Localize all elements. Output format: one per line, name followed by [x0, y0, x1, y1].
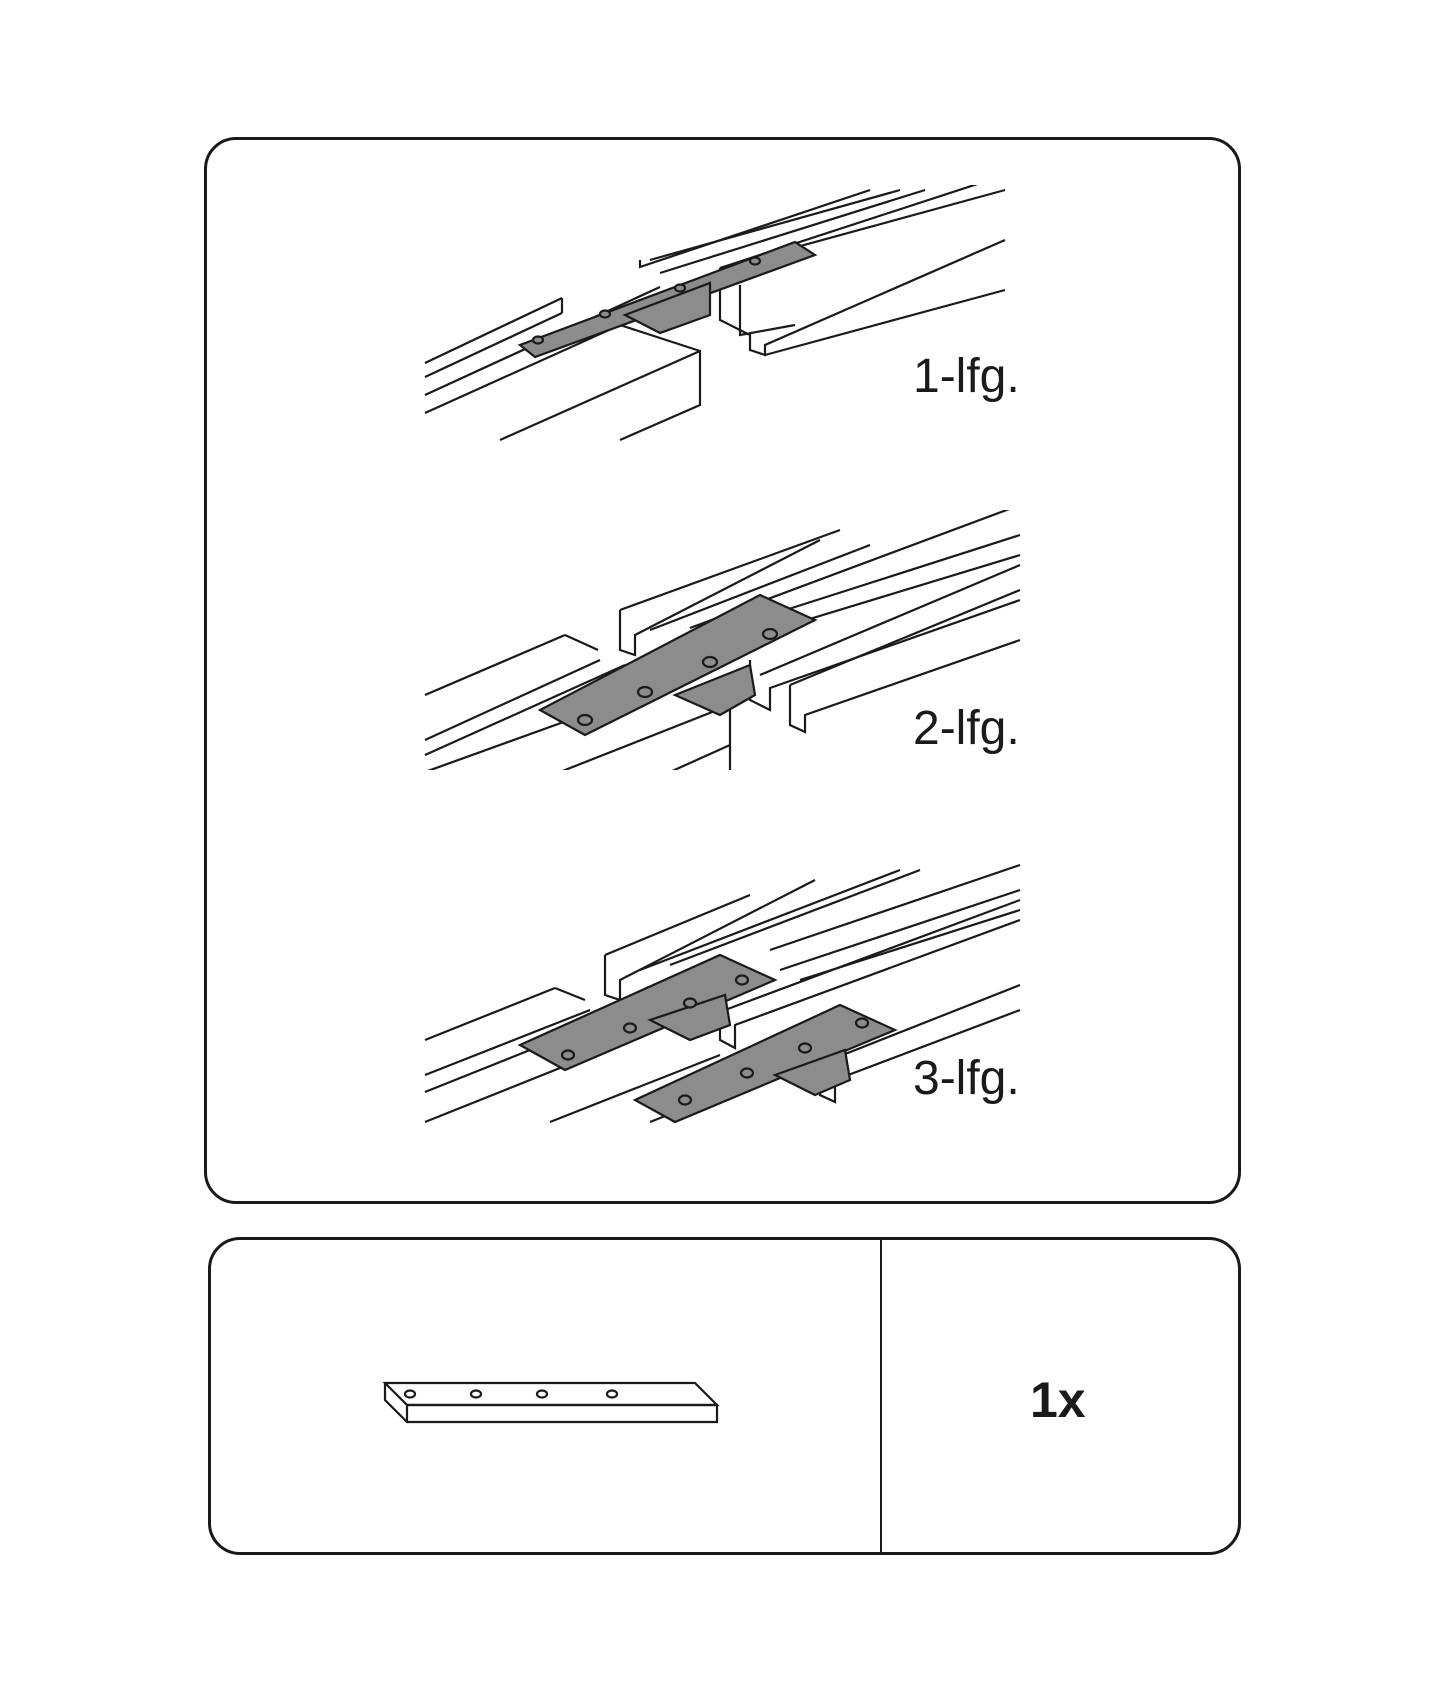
part-quantity: 1x [1030, 1372, 1086, 1428]
connector-plate-part-icon [382, 1381, 720, 1424]
parts-panel-divider [880, 1240, 882, 1552]
variant-label-triple: 3-lfg. [913, 1052, 1020, 1105]
single-track-rail-connector-illustration [424, 185, 1006, 442]
triple-track-rail-connector-illustration [424, 863, 1021, 1124]
parts-list-panel [208, 1237, 1241, 1555]
variant-label-single: 1-lfg. [913, 350, 1020, 403]
double-track-rail-connector-illustration [424, 510, 1021, 770]
variant-label-double: 2-lfg. [913, 702, 1020, 755]
